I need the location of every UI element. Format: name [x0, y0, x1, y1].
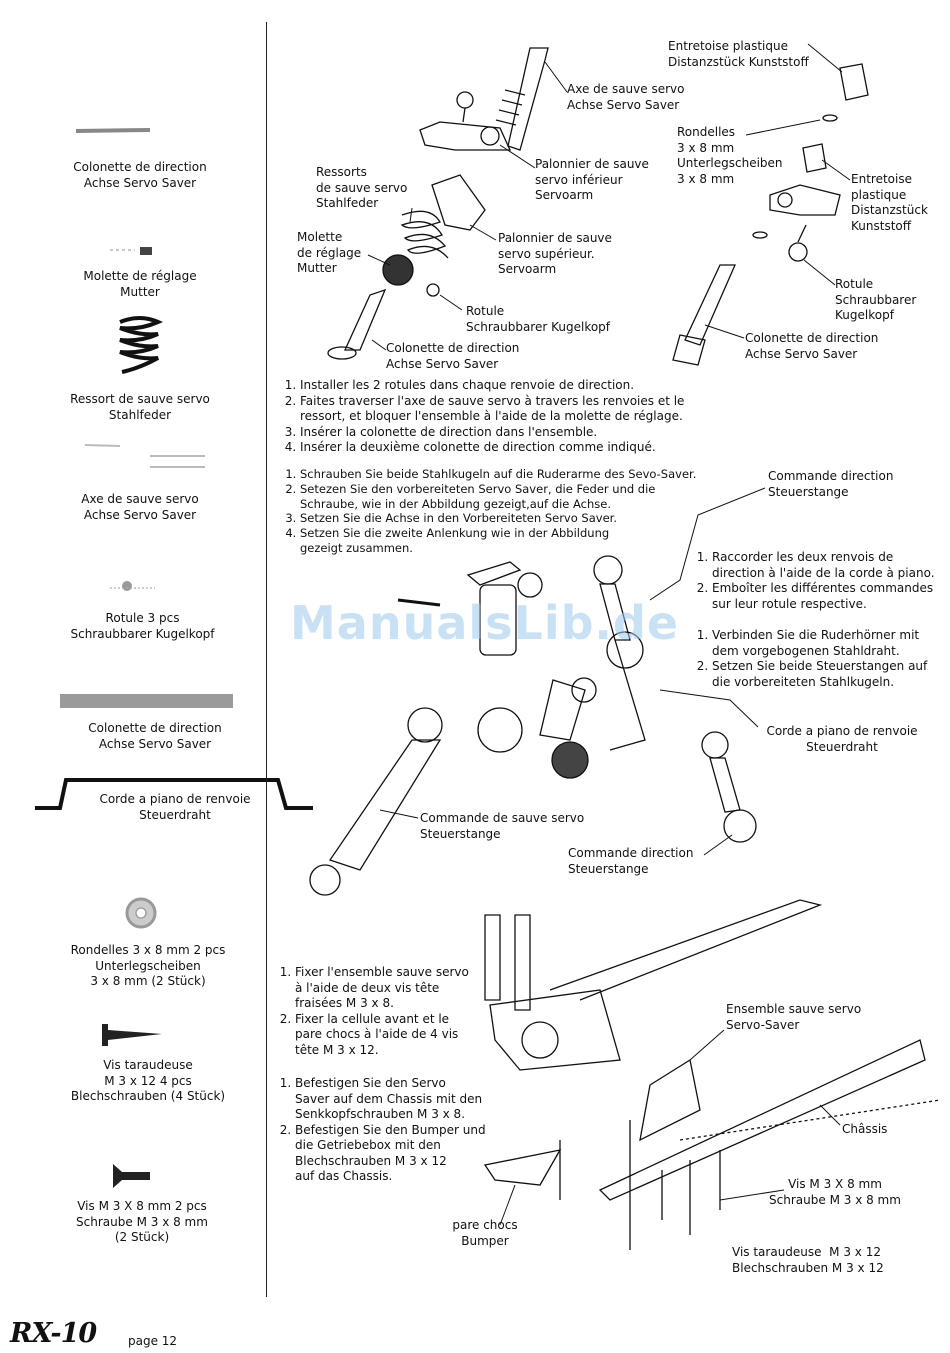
- piano-wire-part-icon: [35, 778, 313, 810]
- label-vis-taraudeuse: Vis taraudeuse M 3 x 12 Blechschrauben M…: [732, 1245, 884, 1275]
- label-molette: Molette de réglage Mutter: [297, 230, 362, 275]
- part-label: Ressort de sauve servo Stahlfeder: [70, 392, 210, 422]
- label-vis-m3x8: Vis M 3 X 8 mm Schraube M 3 x 8 mm: [769, 1177, 901, 1207]
- instruction-step: Fixer la cellule avant et le pare chocs …: [295, 1012, 469, 1059]
- instruction-step: Emboîter les différentes commandes sur l…: [712, 581, 935, 612]
- instruction-step: Verbinden Sie die Ruderhörner mit dem vo…: [712, 628, 927, 659]
- instruction-step: Raccorder les deux renvois de direction …: [712, 550, 935, 581]
- chassis-assembly-diagram: [483, 899, 941, 1250]
- part-label: Vis M 3 X 8 mm 2 pcs Schraube M 3 x 8 mm…: [76, 1199, 208, 1244]
- part-label: Axe de sauve servo Achse Servo Saver: [81, 492, 199, 522]
- label-colonette: Colonette de direction Achse Servo Saver: [386, 341, 520, 371]
- label-ensemble: Ensemble sauve servo Servo-Saver: [726, 1002, 862, 1032]
- rx10-logo: RX-10: [10, 1318, 97, 1349]
- instructions-de-2: Verbinden Sie die Ruderhörner mit dem vo…: [694, 628, 927, 690]
- part-label: Rondelles 3 x 8 mm 2 pcs Unterlegscheibe…: [70, 943, 226, 988]
- instruction-step: Setzen Sie die Achse in den Vorbereitete…: [300, 511, 696, 526]
- watermark: ManualsLib.de: [290, 596, 680, 650]
- label-ressorts: Ressorts de sauve servo Stahlfeder: [316, 165, 408, 210]
- instruction-step: Setezen Sie den vorbereiteten Servo Save…: [300, 482, 696, 512]
- self-tapping-screw-part-icon: [102, 1024, 162, 1046]
- label-rondelles: Rondelles 3 x 8 mm Unterlegscheiben 3 x …: [677, 125, 783, 186]
- instruction-step: Installer les 2 rotules dans chaque renv…: [300, 378, 684, 394]
- label-chassis: Châssis: [842, 1122, 888, 1136]
- label-pare-chocs: pare chocs Bumper: [452, 1218, 518, 1248]
- washer-part-icon: [125, 897, 157, 929]
- servo-saver-exploded-diagram: [327, 47, 549, 360]
- spring-part-icon: [119, 316, 163, 374]
- label-commande-direction-top: Commande direction Steuerstange: [768, 469, 894, 499]
- instruction-step: Insérer la deuxième colonette de directi…: [300, 440, 684, 456]
- instruction-step: Setzen Sie beide Steuerstangen auf die v…: [712, 659, 927, 690]
- page-number: page 12: [128, 1334, 178, 1348]
- instructions-fr-1: Installer les 2 rotules dans chaque renv…: [282, 378, 684, 456]
- molette-part-icon: [110, 247, 152, 255]
- instruction-step: Schrauben Sie beide Stahlkugeln auf die …: [300, 467, 696, 482]
- label-entretoise-side: Entretoise plastique Distanzstück Kunsts…: [851, 172, 928, 233]
- instruction-step: Insérer la colonette de direction dans l…: [300, 425, 684, 441]
- countersunk-screw-part-icon: [113, 1164, 150, 1188]
- part-label: Rotule 3 pcs Schraubbarer Kugelkopf: [70, 611, 215, 641]
- instructions-fr-3: Fixer l'ensemble sauve servo à l'aide de…: [277, 965, 469, 1058]
- label-corde: Corde a piano de renvoie Steuerdraht: [766, 724, 918, 754]
- callout-leaders: [367, 43, 851, 1226]
- label-commande-sauve: Commande de sauve servo Steuerstange: [420, 811, 585, 841]
- label-colonette-side: Colonette de direction Achse Servo Saver: [745, 331, 879, 361]
- part-label: Vis taraudeuse M 3 x 12 4 pcs Blechschra…: [70, 1058, 226, 1103]
- instruction-step: Setzen Sie die zweite Anlenkung wie in d…: [300, 526, 696, 556]
- colonette-part-icon: [75, 128, 151, 133]
- column-divider: [266, 22, 267, 1297]
- part-label: Corde a piano de renvoie Steuerdraht: [99, 792, 251, 822]
- label-entretoise-top: Entretoise plastique Distanzstück Kunsts…: [668, 39, 809, 69]
- servo-saver-side-diagram: [672, 63, 869, 366]
- label-axe: Axe de sauve servo Achse Servo Saver: [567, 82, 685, 112]
- axe-part-icon: [84, 444, 205, 468]
- instructions-fr-2: Raccorder les deux renvois de direction …: [694, 550, 935, 612]
- steering-linkage-diagram: [309, 555, 757, 896]
- instructions-de-3: Befestigen Sie den Servo Saver auf dem C…: [277, 1076, 486, 1185]
- instruction-step: Befestigen Sie den Bumper und die Getrie…: [295, 1123, 486, 1185]
- part-label: Colonette de direction Achse Servo Saver: [88, 721, 222, 751]
- label-palonnier-inferieur: Palonnier de sauve servo inférieur Servo…: [535, 157, 649, 202]
- label-palonnier-superieur: Palonnier de sauve servo supérieur. Serv…: [498, 231, 612, 276]
- label-rotule-side: Rotule Schraubbarer Kugelkopf: [835, 277, 917, 322]
- part-label: Molette de réglage Mutter: [83, 269, 197, 299]
- instruction-step: Fixer l'ensemble sauve servo à l'aide de…: [295, 965, 469, 1012]
- label-rotule: Rotule Schraubbarer Kugelkopf: [466, 304, 611, 334]
- instruction-step: Befestigen Sie den Servo Saver auf dem C…: [295, 1076, 486, 1123]
- colonette2-part-icon: [60, 694, 233, 708]
- part-label: Colonette de direction Achse Servo Saver: [73, 160, 207, 190]
- rotule-part-icon: [110, 581, 155, 591]
- instructions-de-1: Schrauben Sie beide Stahlkugeln auf die …: [282, 467, 696, 556]
- label-commande-direction-bottom: Commande direction Steuerstange: [568, 846, 694, 876]
- instruction-step: Faites traverser l'axe de sauve servo à …: [300, 394, 684, 425]
